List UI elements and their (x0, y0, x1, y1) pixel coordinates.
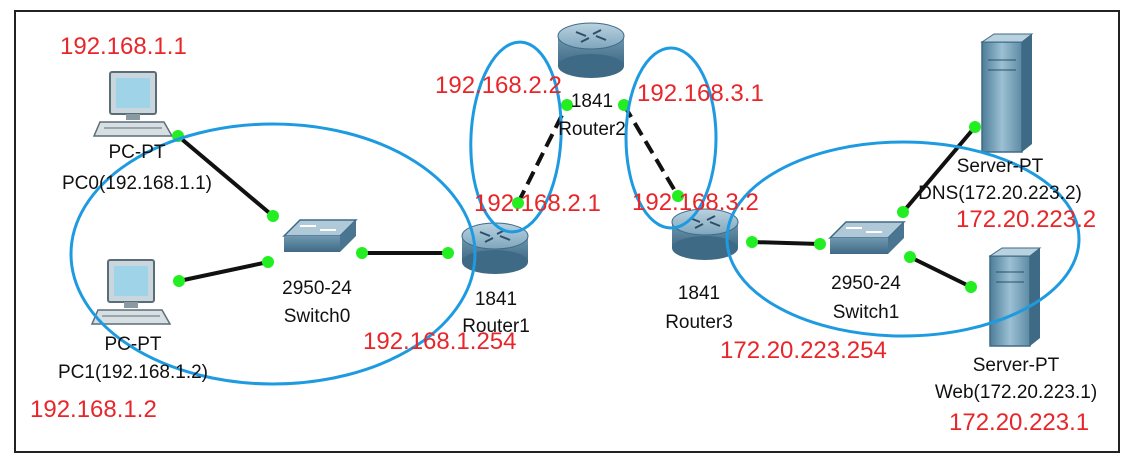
port-dot (442, 247, 454, 259)
pc0-model-label: PC-PT (108, 142, 166, 163)
pc0-name-label: PC0(192.168.1.1) (62, 173, 212, 194)
switch0-model-label: 2950-24 (282, 278, 352, 299)
port-dot (965, 281, 977, 293)
router1-name-label: Router1 (462, 316, 530, 337)
port-dot (561, 99, 573, 111)
port-dot (512, 197, 524, 209)
wan23-ellipse (624, 46, 718, 230)
web-server-icon[interactable] (988, 247, 1042, 347)
port-dot (814, 238, 826, 250)
ip-label-dns: 172.20.223.2 (956, 206, 1097, 233)
ip-label-router3-lan: 172.20.223.254 (720, 337, 887, 364)
router2-name-label: Router2 (558, 119, 626, 140)
ip-label-router2-left: 192.168.2.2 (435, 72, 562, 99)
wan12-ellipse (469, 40, 563, 234)
switch0-icon[interactable] (282, 219, 358, 252)
router2-icon[interactable] (557, 22, 625, 78)
ip-label-router1-wan: 192.168.2.1 (474, 190, 601, 217)
router1-model-label: 1841 (474, 289, 518, 310)
switch1-icon[interactable] (828, 221, 906, 254)
port-dot (897, 206, 909, 218)
link-switch1-dns (901, 125, 977, 214)
port-dot (267, 210, 279, 222)
switch1-model-label: 2950-24 (831, 273, 901, 294)
pc1-model-label: PC-PT (104, 334, 162, 355)
port-dot (969, 121, 981, 133)
ip-label-router1-lan: 192.168.1.254 (363, 328, 517, 355)
link-switch1-web (909, 255, 972, 289)
dns-server-icon[interactable] (980, 33, 1034, 153)
port-dot (904, 251, 916, 263)
router3-name-label: Router3 (665, 312, 733, 333)
port-dot (672, 190, 684, 202)
links (176, 103, 977, 289)
ip-label-router3-wan: 192.168.3.2 (632, 189, 759, 216)
dns-model-label: Server-PT (956, 156, 1044, 177)
link-pc0-switch0 (176, 134, 275, 218)
port-dot (173, 275, 185, 287)
router3-model-label: 1841 (677, 283, 721, 304)
web-model-label: Server-PT (972, 355, 1060, 376)
port-dot (262, 256, 274, 268)
pc1-icon[interactable] (90, 259, 172, 325)
port-dot (356, 247, 368, 259)
pc1-name-label: PC1(192.168.1.2) (58, 362, 208, 383)
lan1-ellipse (69, 122, 477, 386)
subnet-highlights (69, 40, 1081, 386)
link-router3-switch1 (751, 240, 821, 246)
ip-label-pc1: 192.168.1.2 (30, 396, 157, 423)
port-dot (746, 236, 758, 248)
web-name-label: Web(172.20.223.1) (934, 382, 1098, 403)
link-pc1-switch0 (178, 260, 269, 283)
router2-model-label: 1841 (570, 91, 614, 112)
link-router1-router2 (516, 104, 569, 204)
link-router2-router3 (622, 103, 680, 198)
ip-label-router2-right: 192.168.3.1 (637, 80, 764, 107)
diagram-frame (14, 10, 1120, 453)
ip-label-pc0: 192.168.1.1 (60, 33, 187, 60)
switch0-name-label: Switch0 (283, 306, 351, 327)
pc0-icon[interactable] (92, 71, 174, 137)
switch1-name-label: Switch1 (832, 302, 900, 323)
dns-name-label: DNS(172.20.223.2) (918, 183, 1082, 204)
ip-label-web: 172.20.223.1 (949, 409, 1090, 436)
lan3-ellipse (725, 140, 1081, 338)
